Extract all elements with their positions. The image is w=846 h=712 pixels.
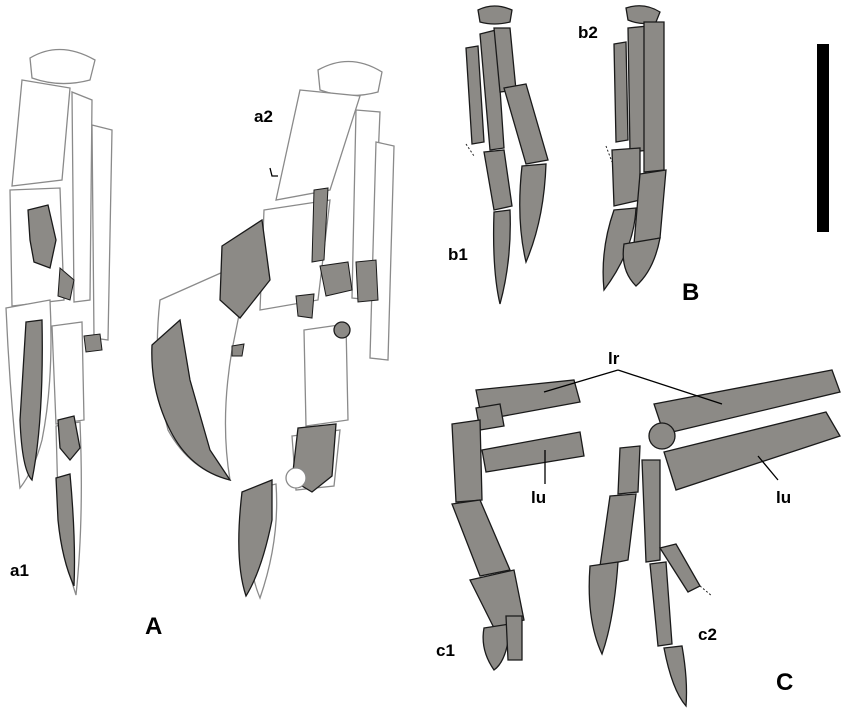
label-lr: lr xyxy=(608,349,620,368)
view-label-a2: a2 xyxy=(254,107,273,126)
view-label-a1: a1 xyxy=(10,561,29,580)
view-label-b1: b1 xyxy=(448,245,468,264)
view-b2 xyxy=(602,5,667,292)
scale-bar xyxy=(817,44,829,232)
panel-a: a1 a2 A xyxy=(5,48,395,640)
view-b1 xyxy=(465,5,549,305)
leader-lr-c1 xyxy=(543,369,619,393)
panel-label-b: B xyxy=(682,279,699,306)
view-a1-preserved-bone xyxy=(19,204,103,587)
panel-b: b1 b2 B xyxy=(448,5,829,306)
leader-lu-c2 xyxy=(757,455,779,481)
view-label-c2: c2 xyxy=(698,625,717,644)
view-label-b2: b2 xyxy=(578,23,598,42)
panel-label-a: A xyxy=(145,613,162,640)
view-c1 xyxy=(451,379,585,671)
label-lu-c2: lu xyxy=(776,488,791,507)
view-a2-outline xyxy=(156,60,395,600)
view-c2 xyxy=(588,369,841,708)
label-lu-c1: lu xyxy=(531,488,546,507)
view-label-c1: c1 xyxy=(436,641,455,660)
leader-lr-c2 xyxy=(617,369,723,405)
view-a2-preserved-bone xyxy=(151,167,379,598)
panel-c: lu c1 lu c2 lr C xyxy=(436,349,841,708)
panel-label-c: C xyxy=(776,669,793,696)
